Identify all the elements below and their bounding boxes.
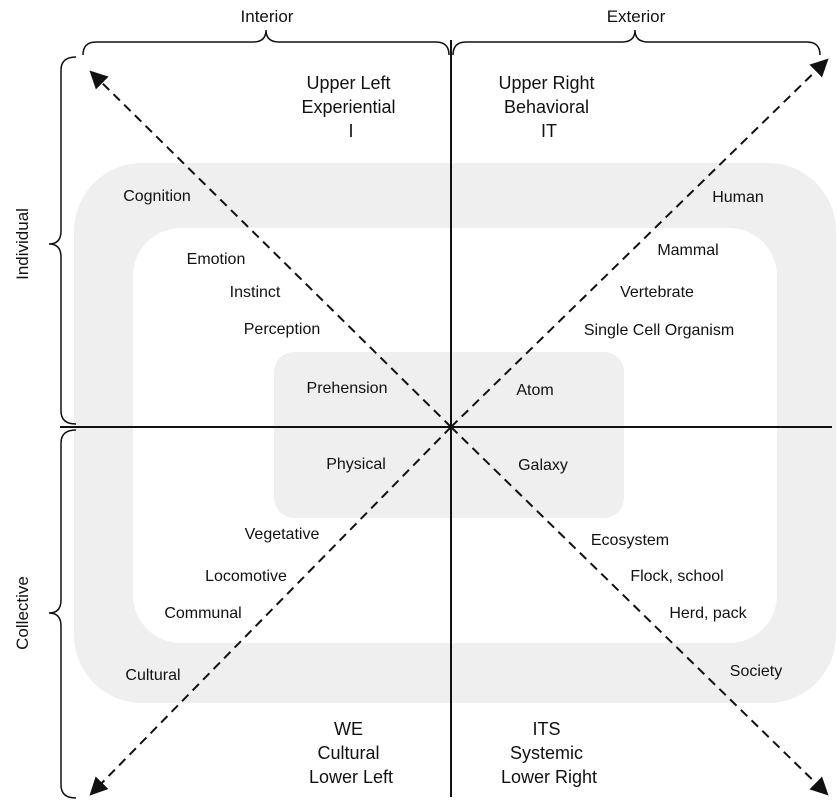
axis-title-exterior: Exterior: [607, 7, 666, 26]
label-mammal: Mammal: [657, 242, 718, 259]
label-vertebrate: Vertebrate: [620, 284, 694, 301]
label-emotion: Emotion: [187, 251, 246, 268]
brace-exterior: [452, 29, 821, 56]
axis-title-collective: Collective: [13, 576, 32, 650]
label-flock-school: Flock, school: [630, 568, 723, 585]
label-perception: Perception: [244, 321, 321, 338]
label-ecosystem: Ecosystem: [591, 532, 669, 549]
label-society: Society: [730, 663, 782, 680]
label-cognition: Cognition: [123, 188, 191, 205]
label-atom: Atom: [516, 382, 553, 399]
diagonal-arrow-upper-left: [89, 70, 452, 428]
diagonal-arrow-lower-left: [89, 426, 452, 796]
label-locomotive: Locomotive: [205, 568, 287, 585]
label-human: Human: [712, 189, 764, 206]
quadrant-title-upper-right: Upper Right Behavioral IT: [498, 73, 599, 141]
label-physical: Physical: [326, 456, 386, 473]
center-box: [274, 352, 624, 518]
diagonal-arrow-upper-right: [450, 58, 829, 428]
quadrant-title-upper-left: Upper Left Experiential I: [301, 73, 400, 141]
label-communal: Communal: [164, 605, 241, 622]
label-single-cell-organism: Single Cell Organism: [584, 322, 734, 339]
label-instinct: Instinct: [230, 284, 281, 301]
label-prehension: Prehension: [307, 380, 388, 397]
label-herd-pack: Herd, pack: [669, 605, 747, 622]
label-galaxy: Galaxy: [518, 457, 568, 474]
quadrant-title-lower-right: ITS Systemic Lower Right: [501, 719, 597, 787]
label-vegetative: Vegetative: [245, 526, 320, 543]
label-cultural: Cultural: [125, 667, 180, 684]
diagonal-arrow-lower-right: [450, 426, 829, 796]
quadrant-title-lower-left: WE Cultural Lower Left: [309, 719, 393, 787]
axis-title-individual: Individual: [13, 208, 32, 280]
brace-individual: [48, 56, 77, 425]
brace-collective: [48, 429, 77, 799]
axis-title-interior: Interior: [241, 7, 294, 26]
brace-interior: [82, 29, 450, 56]
